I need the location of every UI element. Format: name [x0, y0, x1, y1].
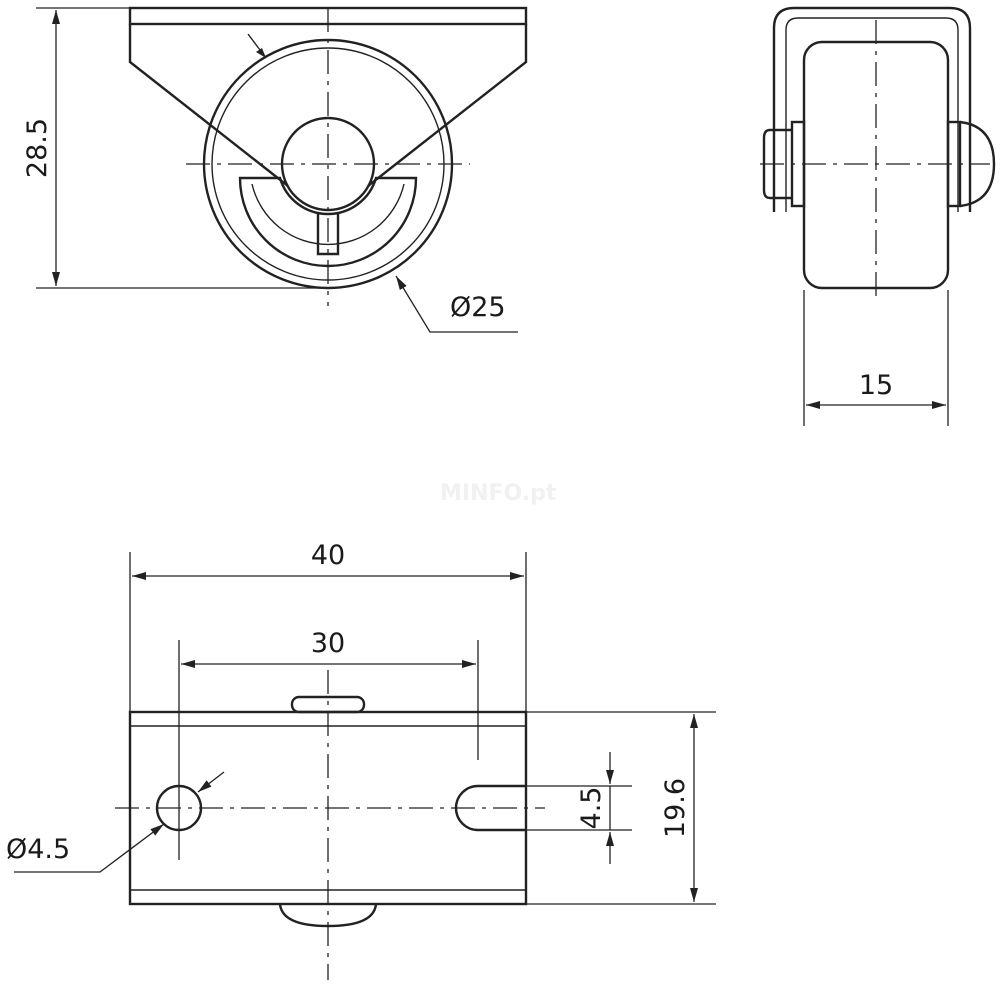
overall-length-label: 40	[311, 540, 345, 571]
hole-diameter-leader	[14, 823, 165, 873]
wheel-slot	[316, 214, 340, 256]
height-label: 28.5	[22, 118, 53, 178]
plate-width-label: 19.6	[660, 778, 691, 838]
wheel-recess	[238, 176, 418, 268]
slot-width-label: 4.5	[576, 787, 607, 830]
watermark: MINFO.pt	[440, 481, 557, 506]
wheel-diameter-leader	[395, 275, 518, 333]
width-label: 15	[859, 370, 893, 401]
wheel-diameter-label: Ø25	[450, 292, 506, 323]
top-view: 40 30 4.5 19.6 Ø4.5	[6, 540, 716, 980]
hole-spacing-label: 30	[311, 628, 345, 659]
axle-end-right	[959, 120, 996, 208]
front-view: 15	[760, 6, 996, 426]
front-bracket	[772, 6, 972, 212]
hole-diameter-label: Ø4.5	[6, 834, 70, 865]
bracket-body	[128, 24, 528, 187]
side-view: 28.5 Ø25	[22, 6, 528, 333]
